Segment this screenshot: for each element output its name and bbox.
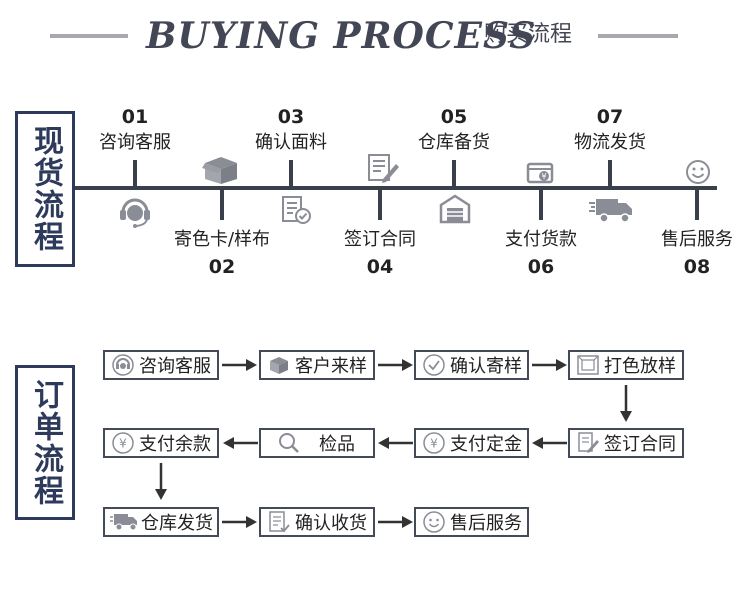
step-label-03: 确认面料 — [255, 132, 327, 153]
order-step-after-sales: 售后服务 — [414, 507, 529, 537]
truck-icon — [589, 199, 632, 223]
order-step-warehouse-ship: 仓库发货 — [103, 507, 219, 537]
arrow-right-2 — [378, 359, 413, 371]
arrow-left-1 — [532, 437, 567, 449]
timeline-tick-03 — [289, 160, 293, 190]
step-label-02: 寄色卡/样布 — [173, 229, 271, 250]
order-step-sign-contract: 签订合同 — [568, 428, 684, 458]
box-icon — [202, 157, 237, 184]
step-label-05: 仓库备货 — [418, 132, 490, 153]
order-step-deposit-payment: ¥ 支付定金 — [414, 428, 529, 458]
arrow-left-2 — [378, 437, 413, 449]
warehouse-icon — [439, 194, 471, 224]
arrow-right-4 — [222, 516, 257, 528]
page-subtitle: 购买流程 — [484, 22, 573, 47]
svg-text:¥: ¥ — [430, 437, 438, 451]
confirm-document-icon — [282, 196, 311, 224]
arrow-right-3 — [532, 359, 567, 371]
timeline-tick-07 — [608, 160, 612, 190]
order-step-confirm-receipt: 确认收货 — [259, 507, 375, 537]
step-number-08: 08 — [683, 256, 711, 278]
order-step-confirm-sample: 确认寄样 — [414, 350, 529, 380]
arrow-down-2 — [155, 463, 167, 500]
confirm-document-icon — [269, 511, 290, 533]
svg-text:¥: ¥ — [541, 172, 546, 181]
truck-icon — [110, 514, 137, 531]
order-step-label: 咨询客服 — [139, 356, 211, 377]
order-step-consult: 咨询客服 — [103, 350, 219, 380]
arrow-left-3 — [223, 437, 258, 449]
arrow-right-1 — [222, 359, 257, 371]
step-label-08: 售后服务 — [661, 229, 733, 250]
magnifier-icon — [279, 433, 299, 453]
page-title: BUYING PROCESS — [146, 15, 537, 57]
contract-icon — [578, 432, 599, 453]
header-rule-left — [50, 34, 128, 38]
wallet-icon: ¥ — [526, 162, 554, 184]
timeline-tick-04 — [378, 190, 382, 220]
spot-process-label-box: 现货流程 — [15, 111, 75, 267]
timeline-axis — [75, 186, 717, 190]
step-label-06: 支付货款 — [505, 229, 577, 250]
timeline-tick-05 — [452, 160, 456, 190]
dye-frame-icon — [577, 355, 599, 375]
header-rule-right — [598, 34, 678, 38]
order-step-label: 客户来样 — [295, 356, 367, 377]
order-step-label: 仓库发货 — [141, 513, 213, 534]
order-step-inspection: 检品 — [259, 428, 375, 458]
order-step-label: 签订合同 — [604, 434, 676, 455]
headset-icon — [112, 354, 134, 376]
order-step-dye-sample: 打色放样 — [568, 350, 684, 380]
step-number-02: 02 — [208, 256, 236, 278]
step-number-04: 04 — [366, 256, 394, 278]
svg-text:¥: ¥ — [119, 437, 127, 451]
order-step-label: 确认寄样 — [450, 356, 522, 377]
step-label-07: 物流发货 — [574, 132, 646, 153]
step-number-05: 05 — [440, 106, 468, 128]
step-number-01: 01 — [121, 106, 149, 128]
yen-coin-icon: ¥ — [423, 432, 445, 454]
spot-process-label: 现货流程 — [28, 125, 63, 253]
timeline-tick-08 — [695, 190, 699, 220]
order-process-label: 订单流程 — [28, 378, 63, 507]
order-process-label-box: 订单流程 — [15, 365, 75, 520]
yen-coin-icon: ¥ — [112, 432, 134, 454]
order-step-label: 检品 — [319, 434, 355, 455]
step-label-01: 咨询客服 — [99, 132, 171, 153]
box-icon — [270, 357, 288, 374]
order-step-customer-sample: 客户来样 — [259, 350, 375, 380]
arrow-right-5 — [378, 516, 413, 528]
smiley-icon — [686, 160, 710, 184]
order-step-label: 支付余款 — [139, 434, 211, 455]
step-number-03: 03 — [277, 106, 305, 128]
contract-icon — [368, 154, 399, 183]
order-step-balance-payment: ¥ 支付余款 — [103, 428, 219, 458]
smiley-icon — [423, 511, 445, 533]
order-step-label: 支付定金 — [450, 434, 522, 455]
step-number-07: 07 — [596, 106, 624, 128]
arrow-down-1 — [620, 385, 632, 422]
step-label-04: 签订合同 — [344, 229, 416, 250]
check-circle-icon — [423, 354, 445, 376]
timeline-tick-01 — [133, 160, 137, 190]
order-step-label: 确认收货 — [295, 513, 367, 534]
step-number-06: 06 — [527, 256, 555, 278]
order-step-label: 打色放样 — [604, 356, 676, 377]
headset-icon — [120, 198, 150, 228]
timeline-tick-02 — [220, 190, 224, 220]
order-step-label: 售后服务 — [450, 513, 522, 534]
timeline-tick-06 — [539, 190, 543, 220]
